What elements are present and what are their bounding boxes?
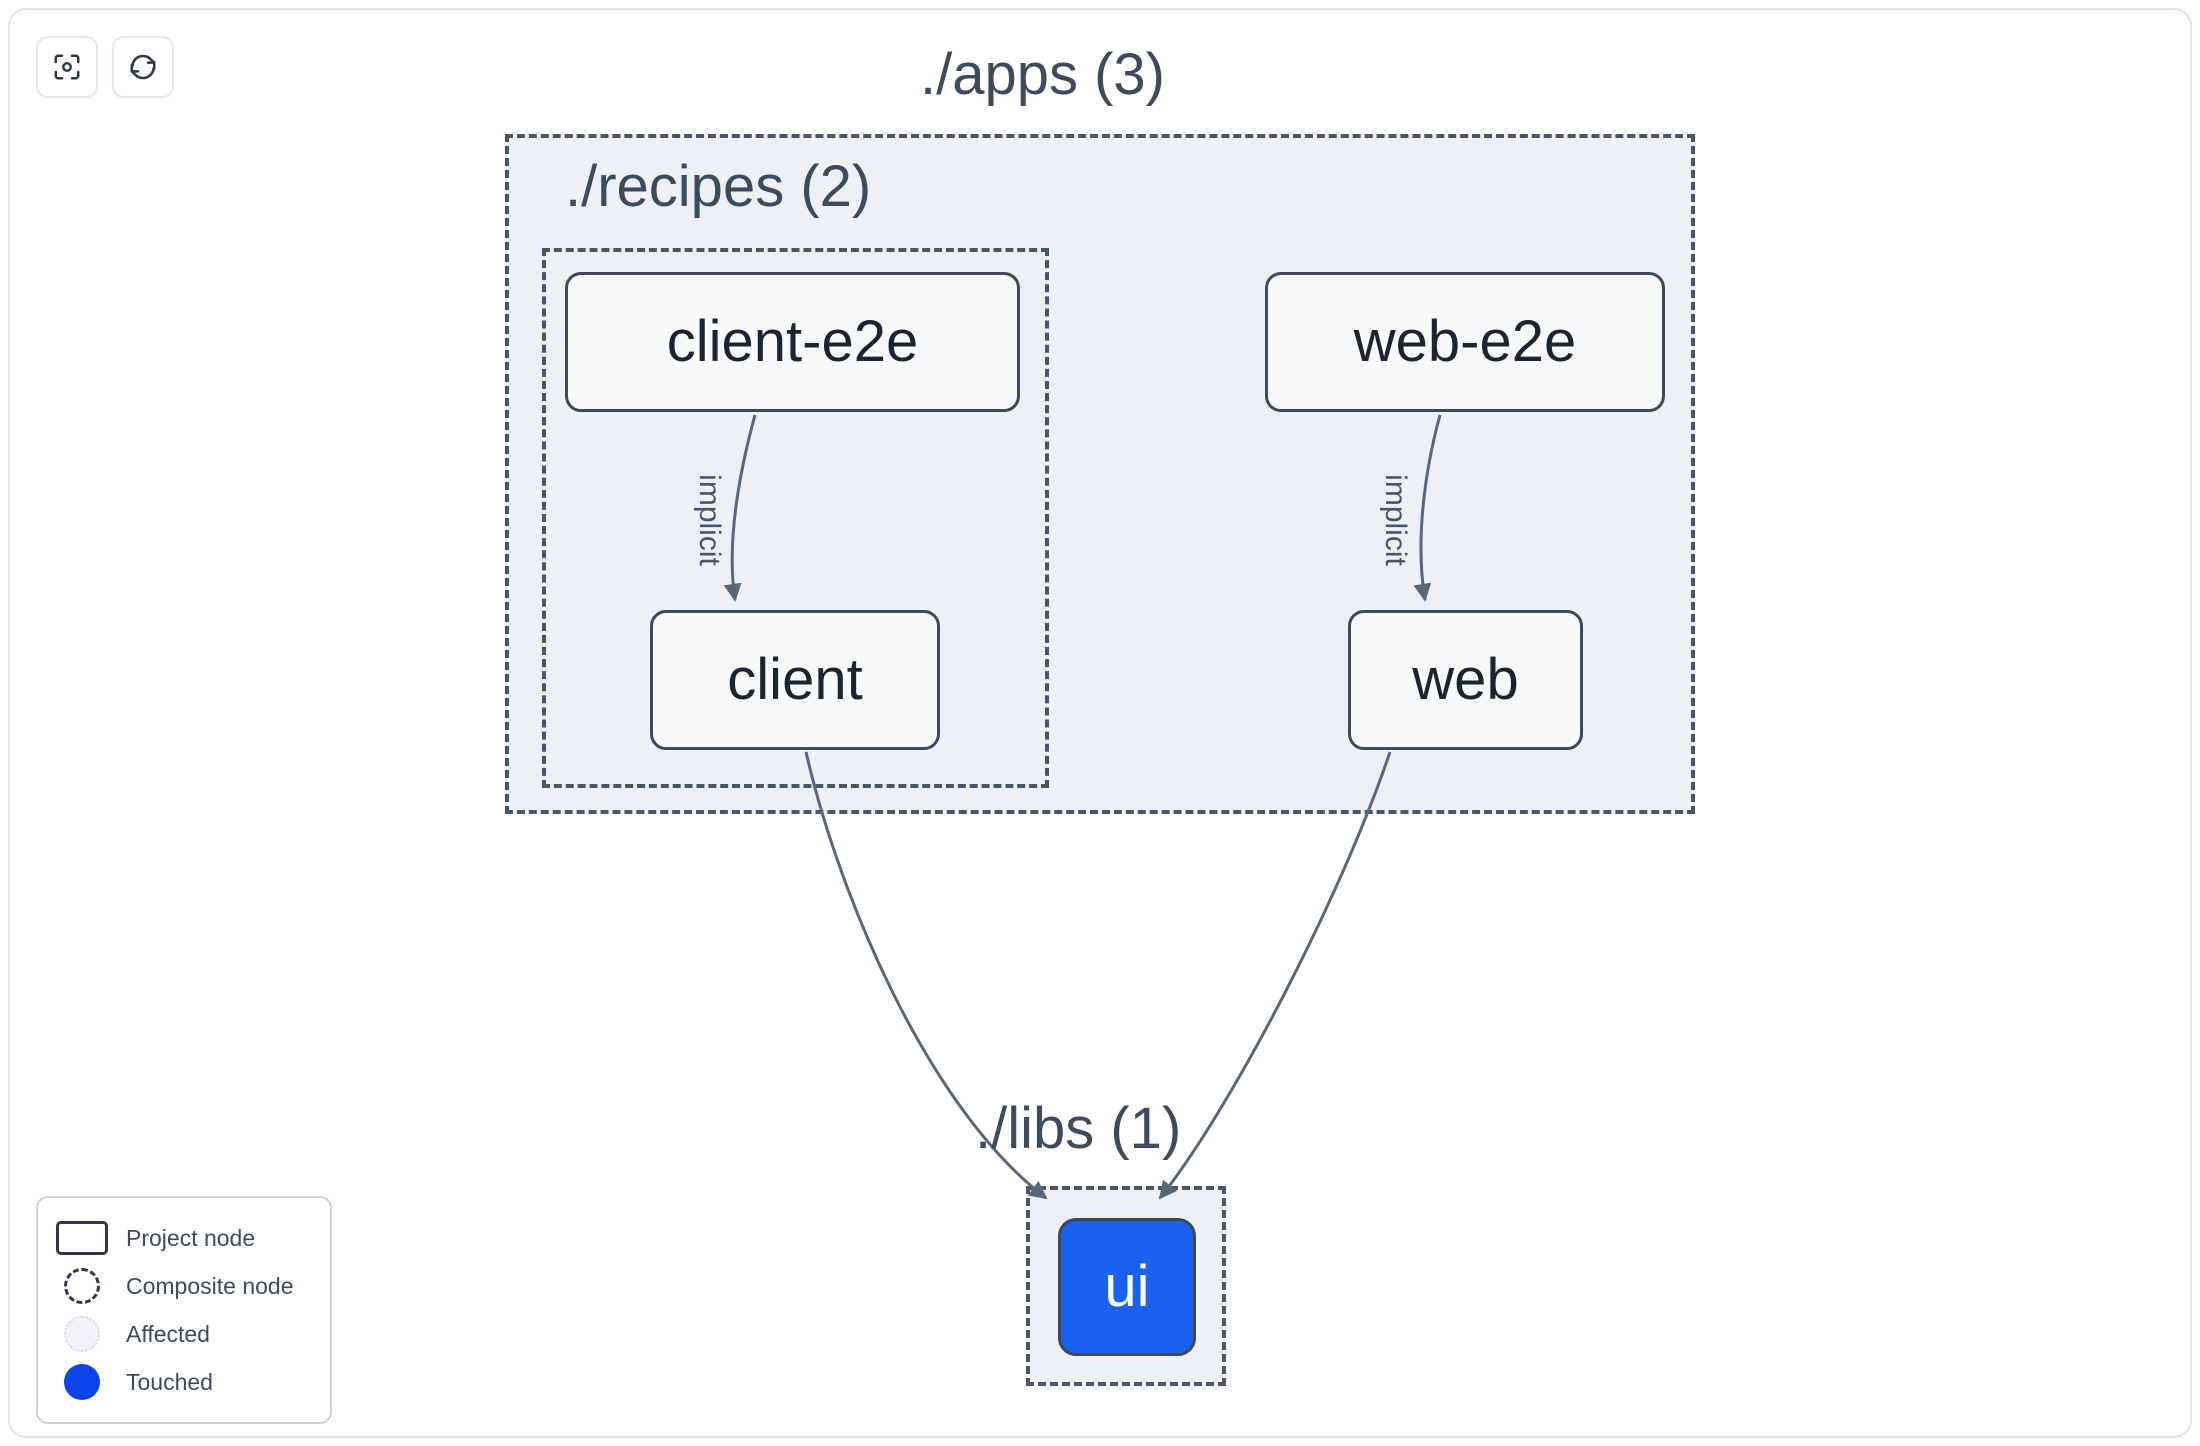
focus-target-icon <box>52 52 82 82</box>
touched-swatch <box>56 1364 108 1400</box>
project-node-ui[interactable]: ui <box>1058 1218 1196 1356</box>
project-node-swatch <box>56 1221 108 1255</box>
legend-label-composite-node: Composite node <box>126 1272 294 1299</box>
graph-toolbar <box>36 36 174 98</box>
legend-label-touched: Touched <box>126 1368 213 1395</box>
legend-label-project-node: Project node <box>126 1224 256 1251</box>
focus-button[interactable] <box>36 36 98 98</box>
legend-item-project-node: Project node <box>56 1214 312 1262</box>
edge-label-implicit-web: implicit <box>1378 474 1412 566</box>
composite-group-label-libs: ./libs (1) <box>975 1096 1182 1161</box>
composite-group-label-apps: ./apps (3) <box>920 42 1165 107</box>
affected-swatch <box>56 1316 108 1352</box>
legend-item-affected: Affected <box>56 1310 312 1358</box>
project-node-client[interactable]: client <box>650 610 940 750</box>
composite-group-label-recipes: ./recipes (2) <box>565 154 872 219</box>
refresh-button[interactable] <box>112 36 174 98</box>
project-node-web-e2e[interactable]: web-e2e <box>1265 272 1665 412</box>
legend-label-affected: Affected <box>126 1320 210 1347</box>
edge-label-implicit-client: implicit <box>692 474 726 566</box>
project-node-web[interactable]: web <box>1348 610 1583 750</box>
refresh-icon <box>128 52 158 82</box>
graph-legend: Project node Composite node Affected Tou… <box>36 1196 332 1424</box>
composite-node-swatch <box>56 1268 108 1304</box>
legend-item-composite-node: Composite node <box>56 1262 312 1310</box>
project-node-client-e2e[interactable]: client-e2e <box>565 272 1020 412</box>
legend-item-touched: Touched <box>56 1358 312 1406</box>
